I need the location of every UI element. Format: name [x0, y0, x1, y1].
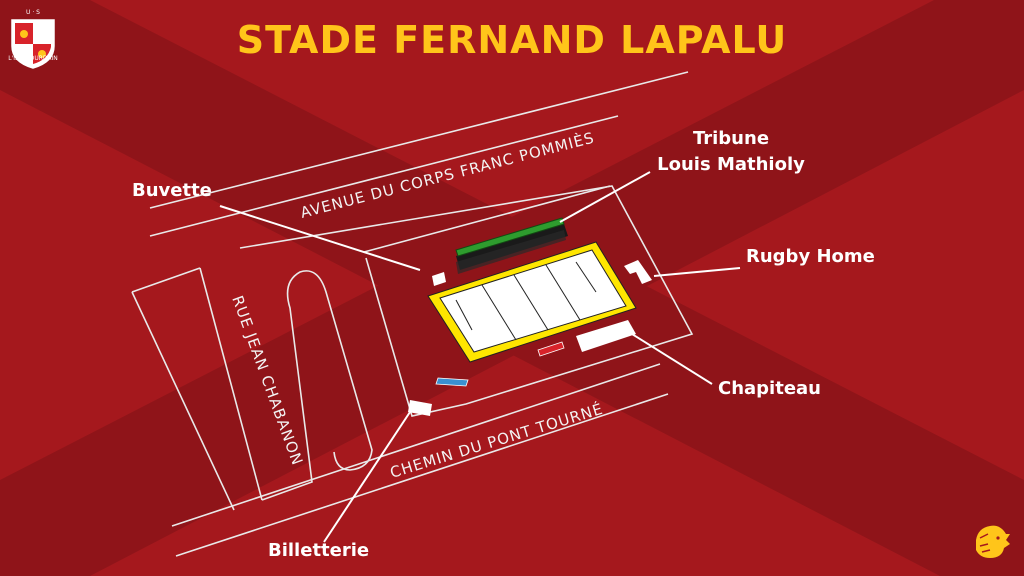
club-logo-name: L'ISLE JOURDAIN: [8, 55, 58, 62]
red-structure: [537, 341, 565, 357]
label-buvette: Buvette: [132, 180, 212, 201]
label-chapiteau: Chapiteau: [718, 378, 821, 399]
label-tribune-line2: Louis Mathioly: [657, 154, 805, 175]
buvette-building: [432, 272, 446, 286]
label-tribune: Tribune Louis Mathioly: [656, 126, 806, 178]
rugby-home-building: [624, 260, 652, 284]
billetterie-building: [408, 400, 432, 416]
label-tribune-line1: Tribune: [692, 128, 770, 149]
leader-lines: [219, 171, 741, 543]
street-outlines: [131, 71, 694, 557]
chapiteau-tent: [576, 320, 636, 352]
tribune-stand: [455, 217, 568, 274]
label-rugby-home: Rugby Home: [746, 246, 875, 267]
blue-structure: [435, 377, 469, 387]
label-billetterie: Billetterie: [268, 540, 370, 561]
club-logo: U · S L'ISLE JOURDAIN: [8, 9, 58, 69]
lion-emblem-icon: [976, 525, 1010, 558]
page-title: STADE FERNAND LAPALU: [236, 18, 788, 62]
rugby-pitch: [427, 241, 637, 363]
club-logo-letters: U · S: [26, 9, 40, 16]
